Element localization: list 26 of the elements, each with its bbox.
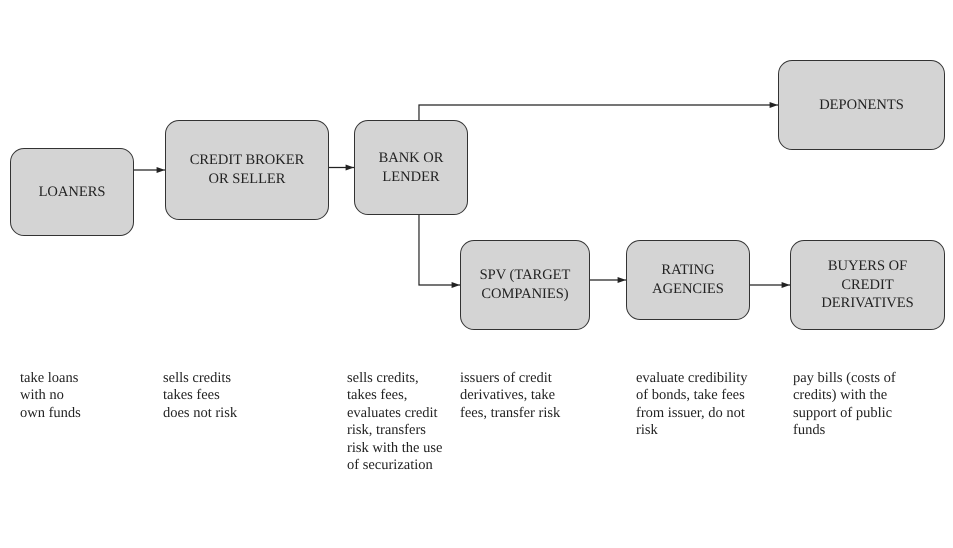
description-text: issuers of credit derivatives, take fees, transfer risk bbox=[460, 370, 562, 422]
box-label: SPV (TARGET COMPANIES) bbox=[478, 266, 572, 304]
process-box bbox=[626, 240, 750, 320]
process-box bbox=[10, 148, 134, 236]
process-box bbox=[165, 120, 329, 220]
description-text: sells credits, takes fees, evaluates credit risk, transfers risk with the use of securization bbox=[347, 370, 444, 474]
process-box bbox=[790, 240, 945, 330]
box-label: BANK OR LENDER bbox=[378, 148, 444, 186]
process-box bbox=[460, 240, 590, 330]
description-text: pay bills (costs of credits) with the support of public funds bbox=[793, 370, 897, 440]
arrow bbox=[750, 282, 790, 288]
box-label: RATING AGENCIES bbox=[651, 261, 725, 299]
process-box bbox=[778, 60, 945, 150]
arrow bbox=[418, 102, 778, 120]
description-text: take loans with no own funds bbox=[20, 370, 82, 422]
process-box bbox=[354, 120, 468, 215]
box-label: DEPONENTS bbox=[819, 96, 904, 114]
box-label: LOANERS bbox=[38, 182, 106, 202]
arrow bbox=[590, 277, 626, 283]
description-text: sells credits takes fees does not risk bbox=[163, 370, 238, 422]
arrow bbox=[418, 215, 460, 288]
arrow bbox=[134, 167, 165, 173]
box-label: CREDIT BROKER OR SELLER bbox=[188, 151, 306, 189]
description-text: evaluate credibility of bonds, take fees from issuer, do not risk bbox=[636, 370, 748, 440]
arrow bbox=[329, 164, 354, 170]
box-label: BUYERS OF CREDIT DERIVATIVES bbox=[820, 256, 915, 314]
